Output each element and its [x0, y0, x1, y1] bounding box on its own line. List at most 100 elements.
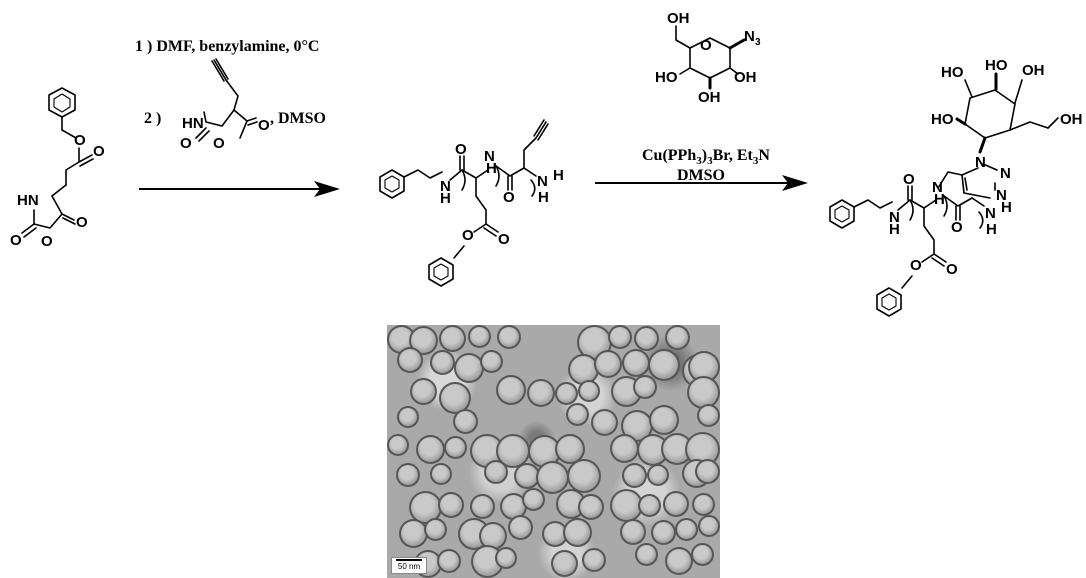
reaction-scheme: O O HN O O O 1 ) DMF, benzylamine, 0°C 2…: [10, 10, 1083, 317]
sugar-oh-bottom: OH: [698, 89, 721, 106]
vesicle: [397, 406, 419, 428]
product-amide-h: H: [889, 221, 900, 238]
sugar-oh-right: OH: [734, 69, 757, 86]
reaction-arrow-1: [139, 181, 340, 197]
vesicle: [438, 492, 464, 518]
step2-conditions: Cu(PPh3)3Br, Et3N DMSO: [642, 147, 770, 184]
vesicle: [695, 459, 720, 484]
vesicle: [665, 547, 693, 575]
vesicle: [454, 353, 484, 383]
amide-nh: N: [440, 178, 451, 195]
pg-nca-ring-oxygen: O: [213, 135, 225, 152]
vesicle: [610, 434, 639, 463]
vesicle: [444, 436, 467, 459]
product-backbone-n: N: [932, 179, 943, 196]
product-sugar-ho-3: HO: [931, 111, 954, 128]
nca-carbonyl-oxygen: O: [76, 214, 88, 231]
vesicle: [522, 488, 545, 511]
vesicle: [437, 549, 461, 573]
azido-sugar-reagent: OH O N 3 HO OH OH: [655, 10, 761, 106]
vesicle: [698, 515, 720, 537]
vesicle: [396, 463, 420, 487]
side-chain-ester-oxygen: O: [462, 227, 474, 244]
scale-bar-line: [396, 559, 422, 561]
vesicle: [495, 547, 517, 569]
vesicle: [648, 349, 680, 381]
vesicle: [663, 491, 689, 517]
product-terminal-nh: N: [985, 205, 996, 222]
vesicle: [555, 382, 578, 405]
product-backbone-h: H: [934, 191, 945, 208]
vesicle: [496, 375, 526, 405]
vesicle: [439, 382, 471, 414]
product-amide-n: N: [889, 209, 900, 226]
vesicle: [697, 404, 720, 427]
product-side-chain-carbonyl-oxygen: O: [946, 261, 958, 278]
step1-condition-1: 1 ) DMF, benzylamine, 0°C: [135, 38, 319, 55]
vesicle: [622, 349, 650, 377]
carbonyl-oxygen: O: [93, 143, 105, 160]
vesicle: [622, 463, 647, 488]
azide-sub: 3: [755, 37, 761, 48]
triazole-n1: N: [975, 154, 986, 171]
azide-n: N: [744, 28, 755, 45]
vesicle: [563, 518, 592, 547]
nca-ring-oxygen: O: [41, 233, 53, 250]
vesicle: [514, 463, 540, 489]
vesicle: [578, 494, 604, 520]
vesicle: [409, 491, 442, 524]
vesicle: [480, 350, 503, 373]
vesicle: [692, 493, 715, 516]
vesicle: [634, 326, 659, 351]
vesicle: [688, 351, 720, 383]
product-sugar-oh-ch2: OH: [1060, 111, 1083, 128]
vesicle: [497, 325, 521, 349]
vesicle: [453, 409, 478, 434]
vesicle: [508, 515, 533, 540]
product-terminal-h-2: H: [986, 221, 997, 238]
vesicle: [647, 464, 669, 486]
backbone-nh-1: N: [484, 148, 495, 165]
vesicle: [397, 347, 423, 373]
vesicle: [620, 519, 646, 545]
starting-material-glu-nca: O O HN O O O: [10, 87, 105, 250]
terminal-nh: N: [537, 173, 548, 190]
vesicle: [430, 463, 452, 485]
vesicle: [439, 325, 466, 352]
triazole-n2: N: [1000, 165, 1011, 182]
vesicle: [591, 409, 618, 436]
vesicle: [551, 550, 578, 577]
vesicle: [691, 543, 714, 566]
vesicle: [430, 350, 455, 375]
terminal-h-2: H: [538, 189, 549, 206]
step2-catalyst: Cu(PPh3)3Br, Et3N: [642, 147, 770, 167]
vesicle: [567, 459, 601, 493]
vesicle: [638, 494, 661, 517]
ester-oxygen: O: [74, 132, 86, 149]
benzene-ring: [48, 87, 76, 118]
vesicle: [633, 375, 657, 399]
side-chain-carbonyl-oxygen: O: [498, 231, 510, 248]
scale-bar-label: 50 nm: [397, 562, 421, 571]
vesicle: [470, 494, 495, 519]
vesicle: [608, 325, 632, 349]
product-sugar-ho-2: HO: [985, 57, 1008, 74]
nca-carbonyl-oxygen-2: O: [10, 232, 22, 249]
vesicle: [399, 519, 428, 548]
pg-nca-carbonyl-oxygen: O: [180, 135, 192, 152]
vesicle: [578, 380, 600, 402]
amide-oxygen: O: [455, 141, 467, 158]
pg-nca-carbonyl-oxygen-2: O: [258, 117, 270, 134]
scale-bar: 50 nm: [391, 557, 427, 574]
vesicle: [424, 518, 447, 541]
product-2-glycopolypeptide: HO HO OH HO OH N N N N H O N H O O: [829, 57, 1083, 317]
vesicle: [416, 435, 445, 464]
vesicle: [594, 350, 622, 378]
triazole-n3: N: [996, 187, 1007, 204]
reaction-arrow-2: [595, 175, 808, 191]
vesicle: [582, 548, 606, 572]
pg-nca-nh: HN: [182, 115, 204, 132]
product-terminal-h: H: [1001, 199, 1012, 216]
sugar-oh-top: OH: [667, 10, 690, 27]
step1-condition-2-prefix: 2 ): [144, 110, 161, 127]
